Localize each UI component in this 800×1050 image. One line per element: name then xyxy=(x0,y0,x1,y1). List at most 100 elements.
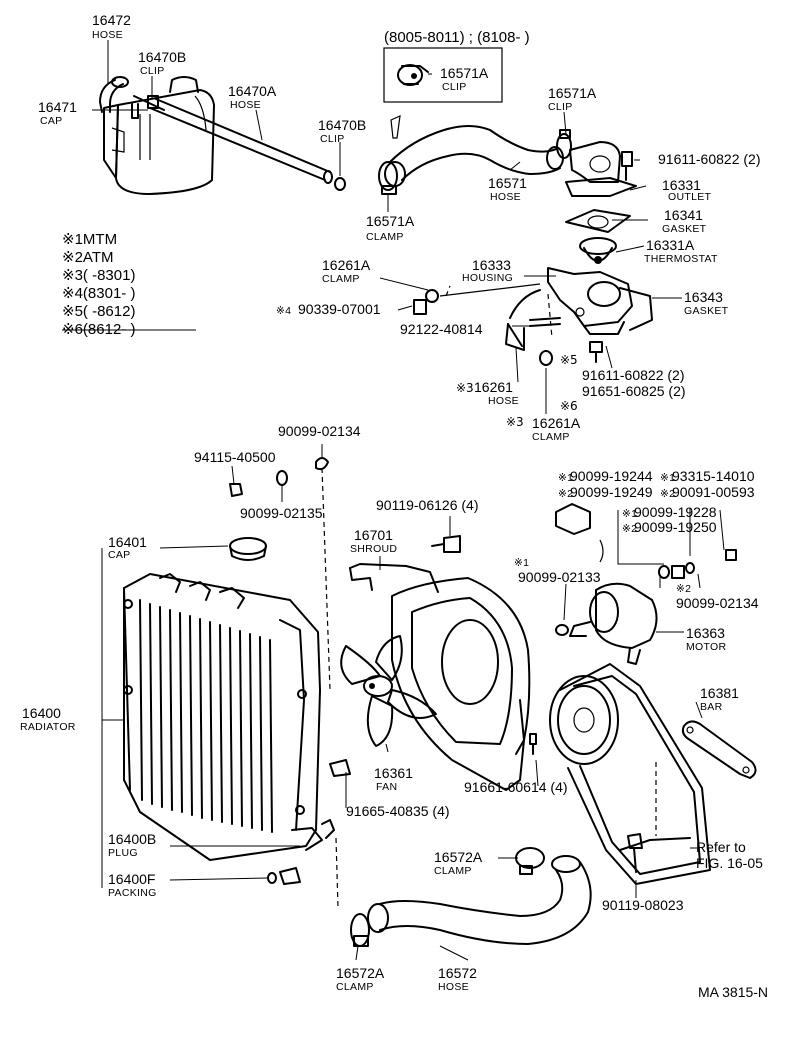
label-16572-name: HOSE xyxy=(438,981,469,993)
label-92122-num: 92122-40814 xyxy=(400,321,483,337)
label-16333-name: HOUSING xyxy=(462,272,513,284)
label-motor-bolt-2-num: 93315-14010 xyxy=(672,468,755,484)
label-91651: 91651-60825 (2) xyxy=(582,383,686,399)
label-91665: 91665-40835 (4) xyxy=(346,803,450,819)
label-motor-bolt-6-num: 90099-19250 xyxy=(634,519,717,535)
water-outlet-illustration xyxy=(565,141,637,197)
legend-mark-4: ※4 xyxy=(62,285,83,302)
label-90099-02134-right-num: 90099-02134 xyxy=(676,595,759,611)
label-16470a-num: 16470A xyxy=(228,83,277,99)
label-16401-name: CAP xyxy=(108,549,131,561)
label-16571a-box-name: CLIP xyxy=(442,81,467,93)
label-16571a-clamp-num: 16571A xyxy=(366,213,415,229)
label-16261a-bot-mark: ※3 xyxy=(506,415,524,429)
label-16363-num: 16363 xyxy=(686,625,725,641)
label-16400-name: RADIATOR xyxy=(20,721,76,733)
label-motor-bolt-3-mark: ※2 xyxy=(558,488,573,500)
svg-text:※4(8301- ): ※4(8301- ) xyxy=(62,285,135,302)
label-16470b-mid-name: CLIP xyxy=(320,133,345,145)
label-refer-line1: Refer to xyxy=(696,839,746,855)
label-90119-06126: 90119-06126 (4) xyxy=(376,497,478,513)
label-16572a-bot-name: CLAMP xyxy=(336,981,374,993)
fan-motor-illustration xyxy=(555,503,737,665)
label-16331a-num: 16331A xyxy=(646,237,695,253)
label-16571a-clamp-name: CLAMP xyxy=(366,231,404,243)
label-motor-bolt-5-mark: ※1 xyxy=(622,508,637,520)
label-16571-num: 16571 xyxy=(488,175,527,191)
label-16261-mark: ※3 xyxy=(456,381,474,395)
label-16472-num: 16472 xyxy=(92,12,131,28)
label-16470b-mid-num: 16470B xyxy=(318,117,366,133)
svg-text:※1MTM: ※1MTM xyxy=(62,231,117,248)
label-16470b-top-name: CLIP xyxy=(140,65,165,77)
label-90119-08023: 90119-08023 xyxy=(602,897,684,913)
label-16261a-bot-num: 16261A xyxy=(532,415,581,431)
legend: ※1MTM ※2ATM ※3( -8301) ※4(8301- ) ※5( -8… xyxy=(62,231,135,338)
clip-16470b-illustration xyxy=(334,177,346,191)
label-16261-num: 16261 xyxy=(474,379,513,395)
radiator-cap-illustration xyxy=(229,537,267,561)
bypass-hose-illustration xyxy=(413,283,553,366)
label-16572a-top-name: CLAMP xyxy=(434,865,472,877)
svg-text:※3( -8301): ※3( -8301) xyxy=(62,267,135,284)
figure-code: MA 3815-N xyxy=(698,984,768,1000)
label-16341-num: 16341 xyxy=(664,207,703,223)
label-16472-name: HOSE xyxy=(92,29,123,41)
label-16331a-name: THERMOSTAT xyxy=(644,253,718,265)
bolts-mid-illustration xyxy=(589,341,603,363)
header-range-note: (8005-8011) ; (8108- ) xyxy=(384,29,530,46)
label-16400f-name: PACKING xyxy=(108,887,157,899)
label-90099-02134-top: 90099-02134 xyxy=(278,423,361,439)
legend-text-4: (8301- ) xyxy=(83,285,136,302)
label-16331-num: 16331 xyxy=(662,177,701,193)
label-16261a-top-name: CLAMP xyxy=(322,273,360,285)
label-mark-5: ※5 xyxy=(560,353,578,367)
label-16471-name: CAP xyxy=(40,115,63,127)
fan-shroud-illustration xyxy=(349,563,531,791)
label-motor-bolt-4-num: 90091-00593 xyxy=(672,484,755,500)
label-16470a-name: HOSE xyxy=(230,99,261,111)
label-16361-num: 16361 xyxy=(374,765,413,781)
lower-hose-illustration xyxy=(367,855,592,945)
label-refer-line2: FIG. 16-05 xyxy=(696,855,763,871)
legend-text-3: ( -8301) xyxy=(83,267,136,284)
hose-clamps-illustration xyxy=(378,129,572,195)
label-16572-num: 16572 xyxy=(438,965,477,981)
label-motor-bolt-1-num: 90099-19244 xyxy=(570,468,653,484)
legend-text-2: ATM xyxy=(83,249,114,266)
pulley-belt-illustration xyxy=(549,663,711,885)
small-hardware-illustration xyxy=(229,457,537,885)
label-16361-name: FAN xyxy=(376,781,397,793)
label-16261-name: HOSE xyxy=(488,395,519,407)
svg-text:※6(8612- ): ※6(8612- ) xyxy=(62,321,135,338)
label-16400b-num: 16400B xyxy=(108,831,156,847)
label-90339-num: 90339-07001 xyxy=(298,301,381,317)
legend-mark-5: ※5 xyxy=(62,303,83,320)
label-16571a-right-num: 16571A xyxy=(548,85,597,101)
label-motor-bolt-4-mark: ※2 xyxy=(660,488,675,500)
label-16343-num: 16343 xyxy=(684,289,723,305)
label-mark-6: ※6 xyxy=(560,399,578,413)
label-16343-name: GASKET xyxy=(684,305,729,317)
label-16333-num: 16333 xyxy=(472,257,511,273)
label-16701-name: SHROUD xyxy=(350,543,397,555)
label-16572a-bot-num: 16572A xyxy=(336,965,385,981)
legend-text-5: ( -8612) xyxy=(83,303,136,320)
stud-illustration xyxy=(529,317,561,327)
label-16331-name: OUTLET xyxy=(668,191,712,203)
label-91611-mid: 91611-60822 (2) xyxy=(582,367,684,383)
label-94115: 94115-40500 xyxy=(194,449,276,465)
label-motor-bolt-1-mark: ※1 xyxy=(558,472,573,484)
label-90099-02133-num: 90099-02133 xyxy=(518,569,601,585)
legend-text-1: MTM xyxy=(83,231,117,248)
label-16571-name: HOSE xyxy=(490,191,521,203)
label-90099-02135: 90099-02135 xyxy=(240,505,323,521)
reservoir-tank-illustration xyxy=(103,76,215,195)
gasket-16341-illustration xyxy=(565,209,631,233)
label-16261a-bot-name: CLAMP xyxy=(532,431,570,443)
fan-illustration xyxy=(340,635,437,747)
label-16341-name: GASKET xyxy=(662,223,707,235)
label-91661: 91661-60614 (4) xyxy=(464,779,568,795)
label-16400f-num: 16400F xyxy=(108,871,155,887)
dashed-guides xyxy=(321,285,657,909)
